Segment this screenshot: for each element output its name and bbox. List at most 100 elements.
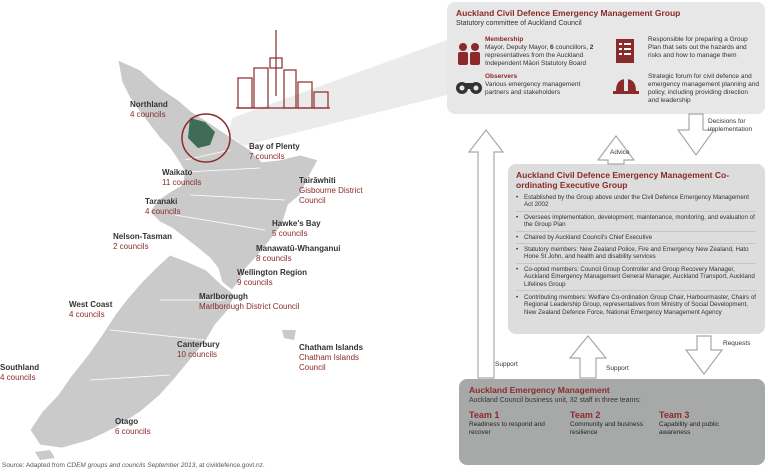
coordinating-executive-group-box: Auckland Civil Defence Emergency Managem… — [508, 164, 765, 334]
support-left-label: Support — [495, 361, 518, 368]
region-councils: 7 councils — [249, 152, 285, 161]
board-rep-count: 2 — [589, 44, 594, 51]
region-councils: Marlborough District Council — [199, 302, 300, 311]
auckland-emergency-management-box: Auckland Emergency Management Auckland C… — [459, 379, 765, 465]
region-name: Taranaki — [145, 197, 178, 206]
north-island — [117, 59, 319, 291]
region-name: Waikato — [162, 168, 193, 177]
region-councils: 8 councils — [256, 254, 292, 263]
membership-label: Membership — [485, 36, 524, 43]
support-mid-label: Support — [606, 365, 629, 372]
region-wellington: Wellington Region 9 councils — [237, 268, 307, 288]
aem-subtitle: Auckland Council business unit, 32 staff… — [469, 397, 641, 404]
councillor-count: 6 — [550, 44, 554, 51]
region-hawkes-bay: Hawke's Bay 5 councils — [272, 219, 321, 239]
membership-text-b: councillors, — [553, 44, 588, 51]
ceg-bullet: Chaired by Auckland Council's Chief Exec… — [516, 234, 756, 245]
hard-hat-icon — [613, 79, 639, 94]
team-3: Team 3 Capability and public awareness — [659, 410, 744, 437]
flow-arrows — [467, 113, 724, 379]
region-councils: 6 councils — [115, 427, 151, 436]
region-taranaki: Taranaki 4 councils — [145, 197, 181, 217]
region-northland: Northland 4 councils — [130, 100, 168, 120]
region-name: Southland — [0, 363, 40, 372]
region-name: West Coast — [69, 300, 113, 309]
ceg-bullet: Contributing members: Welfare Co-ordinat… — [516, 294, 756, 318]
region-councils: 5 councils — [272, 229, 308, 238]
observers-label: Observers — [485, 73, 518, 80]
region-councils: 4 councils — [145, 207, 181, 216]
region-bay-of-plenty: Bay of Plenty 7 councils — [249, 142, 300, 162]
team-name: Team 2 — [570, 410, 601, 420]
region-nelson-tasman: Nelson-Tasman 2 councils — [113, 232, 172, 252]
ceg-bullet: Co-opted members: Council Group Controll… — [516, 266, 756, 292]
ceg-bullet: Oversees implementation, development, ma… — [516, 214, 756, 232]
team-desc: Capability and public awareness — [659, 421, 719, 436]
requests-arrow — [684, 335, 724, 375]
region-councils: 2 councils — [113, 242, 149, 251]
focus-beam — [226, 40, 447, 150]
region-name: Marlborough — [199, 292, 248, 301]
region-canterbury: Canterbury 10 councils — [177, 340, 220, 360]
region-waikato: Waikato 11 councils — [162, 168, 201, 188]
region-name: Hawke's Bay — [272, 219, 321, 228]
region-councils: Gisbourne District Council — [299, 186, 363, 205]
region-name: Manawatū-Whanganui — [256, 244, 341, 253]
region-name: Bay of Plenty — [249, 142, 300, 151]
team-1: Team 1 Readiness to respond and recover — [469, 410, 554, 437]
auckland-region — [188, 118, 215, 148]
source-suffix: , at civildefence.govt.nz. — [195, 462, 265, 469]
forum-text: Strategic forum for civil defence and em… — [648, 73, 759, 104]
binoculars-icon — [456, 82, 482, 94]
region-manawatu: Manawatū-Whanganui 8 councils — [256, 244, 340, 264]
region-councils: 4 councils — [0, 373, 36, 382]
region-tairawhiti: Tairāwhiti Gisbourne District Council — [299, 176, 369, 206]
advice-arrow — [596, 135, 636, 165]
region-name: Chatham Islands — [299, 343, 364, 352]
team-2: Team 2 Community and business resilience — [570, 410, 655, 437]
region-chatham: Chatham Islands Chatham Islands Council — [299, 343, 374, 373]
region-councils: 10 councils — [177, 350, 218, 359]
region-councils: 9 councils — [237, 278, 273, 287]
team-name: Team 1 — [469, 410, 500, 420]
region-name: Nelson-Tasman — [113, 232, 172, 241]
decisions-arrow — [676, 113, 716, 157]
support-left-arrow — [467, 129, 505, 379]
region-southland: Southland 4 councils — [0, 363, 39, 383]
ceg-bullet: Established by the Group above under the… — [516, 194, 756, 212]
cdem-group-box: Auckland Civil Defence Emergency Managem… — [447, 2, 765, 114]
ceg-bullet: Statutory members: New Zealand Police, F… — [516, 246, 756, 264]
region-name: Canterbury — [177, 340, 220, 349]
ceg-title: Auckland Civil Defence Emergency Managem… — [516, 170, 730, 190]
region-councils: 4 councils — [69, 310, 105, 319]
team-desc: Readiness to respond and recover — [469, 421, 545, 436]
advice-label: Advice — [610, 149, 630, 156]
region-name: Otago — [115, 417, 139, 426]
group-subtitle: Statutory committee of Auckland Council — [456, 20, 582, 27]
city-skyline-icon — [236, 30, 330, 109]
region-councils: 4 councils — [130, 110, 166, 119]
requests-label: Requests — [723, 340, 751, 347]
auckland-circle — [181, 113, 231, 163]
plan-text: Responsible for preparing a Group Plan t… — [648, 36, 748, 59]
document-icon — [616, 39, 634, 63]
observers-text: Various emergency management partners an… — [485, 81, 581, 96]
region-councils: 11 councils — [162, 178, 202, 187]
aem-title: Auckland Emergency Management — [469, 385, 610, 395]
support-mid-arrow — [568, 335, 608, 379]
region-name: Wellington Region — [237, 268, 308, 277]
membership-text-c: representatives from the Auckland Indepe… — [485, 52, 587, 67]
source-note: Source: Adapted from CDEM groups and cou… — [2, 462, 265, 469]
region-marlborough: Marlborough Marlborough District Council — [199, 292, 299, 312]
group-title: Auckland Civil Defence Emergency Managem… — [456, 8, 681, 18]
membership-text: Mayor, Deputy Mayor, 6 councillors, 2 re… — [485, 44, 603, 68]
membership-text-a: Mayor, Deputy Mayor, — [485, 44, 551, 51]
region-name: Northland — [130, 100, 168, 109]
region-councils: Chatham Islands Council — [299, 353, 360, 372]
chatham-islands-shape — [282, 330, 296, 340]
source-prefix: Source: Adapted from — [2, 462, 67, 469]
south-island — [29, 254, 236, 449]
team-desc: Community and business resilience — [570, 421, 643, 436]
team-name: Team 3 — [659, 410, 690, 420]
nz-map — [29, 30, 447, 460]
